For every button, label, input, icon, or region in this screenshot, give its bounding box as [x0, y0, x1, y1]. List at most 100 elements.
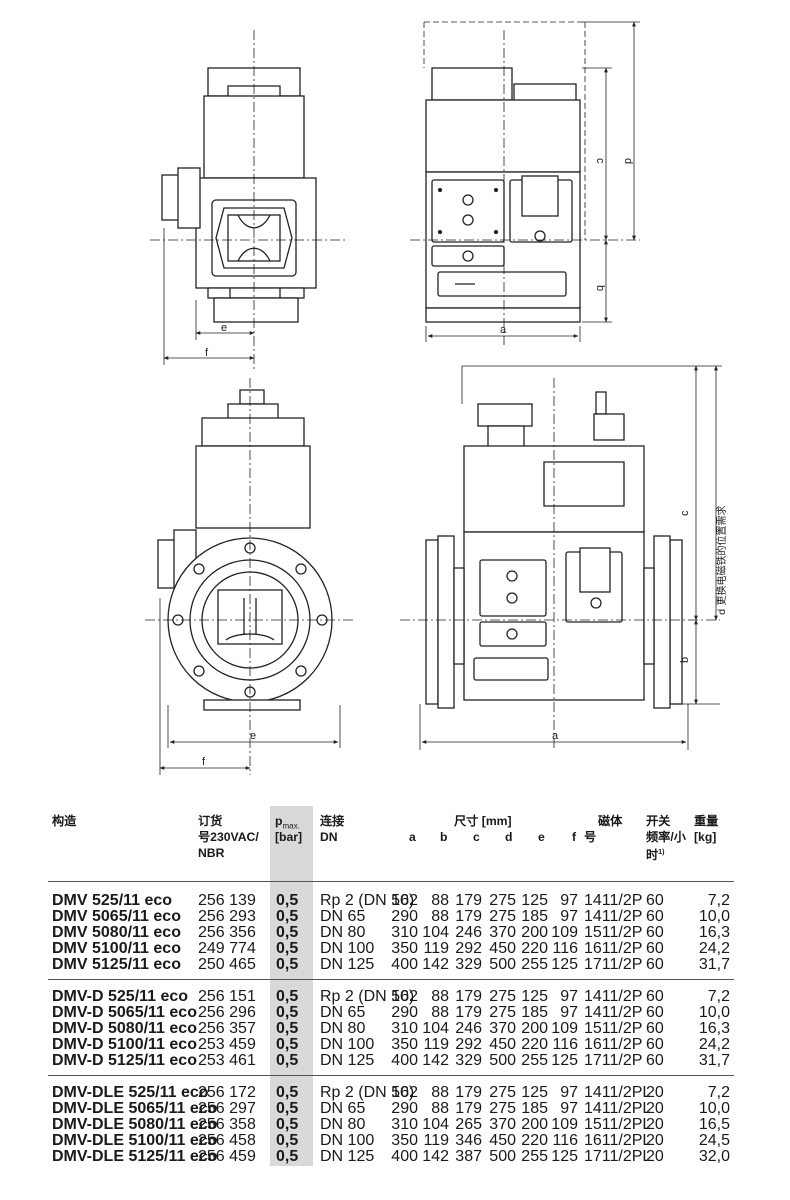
cell-dim-a: 290	[391, 907, 418, 925]
cell-model: DMV-DLE 5125/11 eco	[52, 1147, 218, 1165]
cell-dim-a: 162	[391, 892, 418, 909]
cell-magnet: 1611/2P	[584, 939, 643, 957]
header-weight-1: 重量	[694, 814, 719, 828]
group-divider-1	[48, 979, 734, 980]
cell-dim-c: 346	[455, 1131, 482, 1149]
cell-weight: 16,3	[698, 923, 730, 941]
cell-switch-frequency: 60	[646, 939, 664, 957]
cell-pmax: 0,5	[276, 988, 299, 1005]
cell-order-number: 256 458	[198, 1131, 256, 1149]
cell-order-number: 256 151	[198, 988, 256, 1005]
cell-connection: DN 80	[320, 923, 366, 941]
cell-switch-frequency: 60	[646, 892, 664, 909]
cell-connection: DN 80	[320, 1115, 366, 1133]
cell-connection: DN 65	[320, 907, 366, 925]
cell-weight: 7,2	[707, 988, 730, 1005]
cell-dim-d: 370	[489, 923, 516, 941]
header-connection-2: DN	[320, 830, 338, 844]
header-pmax-unit: [bar]	[275, 830, 303, 844]
cell-dim-a: 310	[391, 923, 418, 941]
cell-weight: 10,0	[698, 1003, 730, 1021]
header-pmax-main: p	[275, 814, 283, 828]
cell-model: DMV 5125/11 eco	[52, 955, 181, 973]
cell-order-number: 256 459	[198, 1147, 256, 1165]
cell-switch-frequency: 60	[646, 1003, 664, 1021]
cell-model: DMV-D 5065/11 eco	[52, 1003, 197, 1021]
cell-model: DMV-DLE 5100/11 eco	[52, 1131, 218, 1149]
cell-pmax: 0,5	[276, 892, 299, 909]
header-switch-1: 开关	[646, 814, 671, 828]
cell-dim-d: 500	[489, 1147, 516, 1165]
cell-dim-d: 275	[489, 1003, 516, 1021]
cell-pmax: 0,5	[276, 1131, 299, 1149]
header-order-3: NBR	[198, 846, 225, 860]
cell-dim-c: 292	[455, 1035, 482, 1053]
cell-dim-a: 400	[391, 1147, 418, 1165]
cell-magnet: 1611/2P	[584, 1035, 643, 1053]
cell-connection: DN 125	[320, 1147, 375, 1165]
cell-weight: 10,0	[698, 907, 730, 925]
cell-order-number: 256 357	[198, 1019, 256, 1037]
cell-dim-e: 220	[521, 1131, 548, 1149]
cell-dim-e: 125	[521, 988, 548, 1005]
cell-order-number: 256 296	[198, 1003, 256, 1021]
cell-order-number: 250 465	[198, 955, 256, 973]
cell-magnet: 1511/2P	[584, 1019, 643, 1037]
header-switch-3: 时1)	[646, 846, 664, 862]
header-dim-b: b	[440, 830, 448, 844]
header-switch-3-text: 时	[646, 848, 659, 863]
cell-connection: DN 65	[320, 1099, 366, 1117]
cell-magnet: 1411/2P	[584, 907, 643, 925]
cell-dim-f: 97	[560, 1003, 578, 1021]
cell-connection: DN 65	[320, 1003, 366, 1021]
cell-dim-a: 400	[391, 955, 418, 973]
cell-dim-d: 450	[489, 939, 516, 957]
cell-dim-e: 185	[521, 1099, 548, 1117]
cell-dim-e: 185	[521, 907, 548, 925]
cell-dim-d: 370	[489, 1019, 516, 1037]
dim-label-e: e	[221, 322, 227, 334]
dim-label-a-bottom: a	[552, 730, 559, 742]
cell-dim-d: 500	[489, 1051, 516, 1069]
technical-drawings: e f a b c d	[145, 21, 728, 775]
cell-dim-c: 179	[455, 988, 482, 1005]
cell-model: DMV-DLE 525/11 eco	[52, 1084, 209, 1101]
cell-switch-frequency: 60	[646, 907, 664, 925]
cell-pmax: 0,5	[276, 1035, 299, 1053]
cell-dim-f: 97	[560, 988, 578, 1005]
cell-order-number: 253 461	[198, 1051, 256, 1069]
cell-dim-f: 97	[560, 907, 578, 925]
cell-dim-c: 329	[455, 1051, 482, 1069]
cell-model: DMV-DLE 5080/11 eco	[52, 1115, 218, 1133]
cell-magnet: 1711/2P	[584, 1051, 643, 1069]
cell-dim-d: 275	[489, 1084, 516, 1101]
cell-dim-c: 292	[455, 939, 482, 957]
cell-dim-d: 450	[489, 1035, 516, 1053]
cell-dim-d: 275	[489, 988, 516, 1005]
header-switch-footnote: 1)	[658, 849, 665, 856]
header-dim-c: c	[473, 830, 480, 844]
cell-dim-b: 88	[431, 1084, 449, 1101]
cell-dim-a: 290	[391, 1003, 418, 1021]
cell-dim-a: 350	[391, 939, 418, 957]
cell-pmax: 0,5	[276, 1084, 299, 1101]
cell-switch-frequency: 20	[646, 1115, 664, 1133]
dim-label-f: f	[205, 347, 209, 359]
cell-dim-c: 179	[455, 1003, 482, 1021]
cell-magnet: 1411/2P	[584, 1003, 643, 1021]
header-divider	[48, 881, 734, 882]
cell-dim-a: 400	[391, 1051, 418, 1069]
cell-dim-d: 450	[489, 1131, 516, 1149]
cell-magnet: 1411/2P	[584, 892, 643, 909]
cell-dim-c: 265	[455, 1115, 482, 1133]
cell-magnet: 1511/2P	[584, 923, 643, 941]
cell-dim-e: 200	[521, 923, 548, 941]
cell-dim-c: 329	[455, 955, 482, 973]
cell-switch-frequency: 20	[646, 1084, 664, 1101]
dim-label-c-bottom: c	[679, 510, 691, 516]
cell-order-number: 256 293	[198, 907, 256, 925]
cell-dim-d: 275	[489, 907, 516, 925]
cell-dim-e: 125	[521, 1084, 548, 1101]
cell-dim-b: 119	[423, 939, 449, 957]
cell-magnet: 1511/2PL	[584, 1115, 652, 1133]
